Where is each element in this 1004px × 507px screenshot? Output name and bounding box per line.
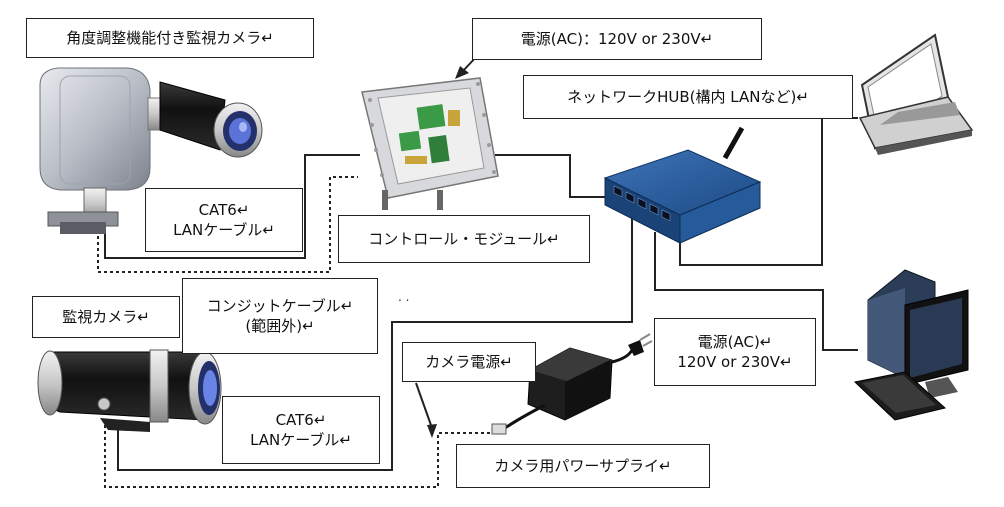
network-hub-label: ネットワークHUB(構内 LANなど)↵ <box>523 75 853 119</box>
stray-mark: . . <box>398 290 410 304</box>
monitor-camera-label: 監視カメラ↵ <box>32 296 180 338</box>
control-module-label-text: コントロール・モジュール↵ <box>368 230 560 248</box>
power-supply-label: カメラ用パワーサプライ↵ <box>456 444 710 488</box>
ptz-camera-icon <box>39 67 263 234</box>
power-ac-right-label-line2: 120V or 230V↵ <box>677 353 793 371</box>
conduit-cable-top <box>97 176 358 273</box>
conduit-cable-bottom <box>104 425 500 488</box>
power-ac-arrowhead <box>455 66 469 79</box>
cat6-top-cable <box>104 154 358 259</box>
monitor-camera-label-text: 監視カメラ↵ <box>62 308 150 326</box>
camera-power-arrowhead <box>427 424 437 438</box>
hub-to-desktop-cable <box>654 232 858 351</box>
control-module-box-icon <box>361 77 499 210</box>
cat6-bottom-label-line2: LANケーブル↵ <box>250 431 352 449</box>
connection-lines <box>97 117 858 488</box>
module-to-hub-cable <box>495 154 612 198</box>
bullet-camera-icon <box>37 349 222 432</box>
network-hub-label-text: ネットワークHUB(構内 LANなど)↵ <box>567 88 809 106</box>
camera-power-arrow-line <box>415 382 433 429</box>
camera-power-label: カメラ電源↵ <box>402 342 536 382</box>
power-ac-right-label: 電源(AC)↵ 120V or 230V↵ <box>654 318 816 386</box>
cat6-top-label-line1: CAT6↵ <box>198 201 250 219</box>
cat6-bottom-label-line1: CAT6↵ <box>275 411 327 429</box>
desktop-pc-icon <box>853 269 969 421</box>
power-ac-right-label-line1: 電源(AC)↵ <box>697 333 773 351</box>
power-ac-top-label: 電源(AC)：120V or 230V↵ <box>472 18 762 60</box>
power-adapter-icon <box>491 333 653 435</box>
conduit-cable-label-line1: コンジットケーブル↵ <box>206 297 354 315</box>
cat6-top-label: CAT6↵ LANケーブル↵ <box>145 188 303 252</box>
ptz-camera-label: 角度調整機能付き監視カメラ↵ <box>26 18 314 58</box>
ptz-camera-label-text: 角度調整機能付き監視カメラ↵ <box>66 29 274 47</box>
cat6-top-label-line2: LANケーブル↵ <box>173 221 275 239</box>
conduit-cable-label-line2: (範囲外)↵ <box>245 317 315 335</box>
laptop-icon <box>858 33 974 155</box>
cat6-bottom-label: CAT6↵ LANケーブル↵ <box>222 396 380 464</box>
network-switch-icon <box>603 126 762 244</box>
power-ac-top-label-text: 電源(AC)：120V or 230V↵ <box>520 30 714 48</box>
conduit-cable-label: コンジットケーブル↵ (範囲外)↵ <box>182 278 378 354</box>
camera-power-label-text: カメラ電源↵ <box>425 353 513 371</box>
power-supply-label-text: カメラ用パワーサプライ↵ <box>494 457 672 475</box>
cat6-bottom-cable <box>117 205 633 471</box>
control-module-label: コントロール・モジュール↵ <box>338 215 590 263</box>
